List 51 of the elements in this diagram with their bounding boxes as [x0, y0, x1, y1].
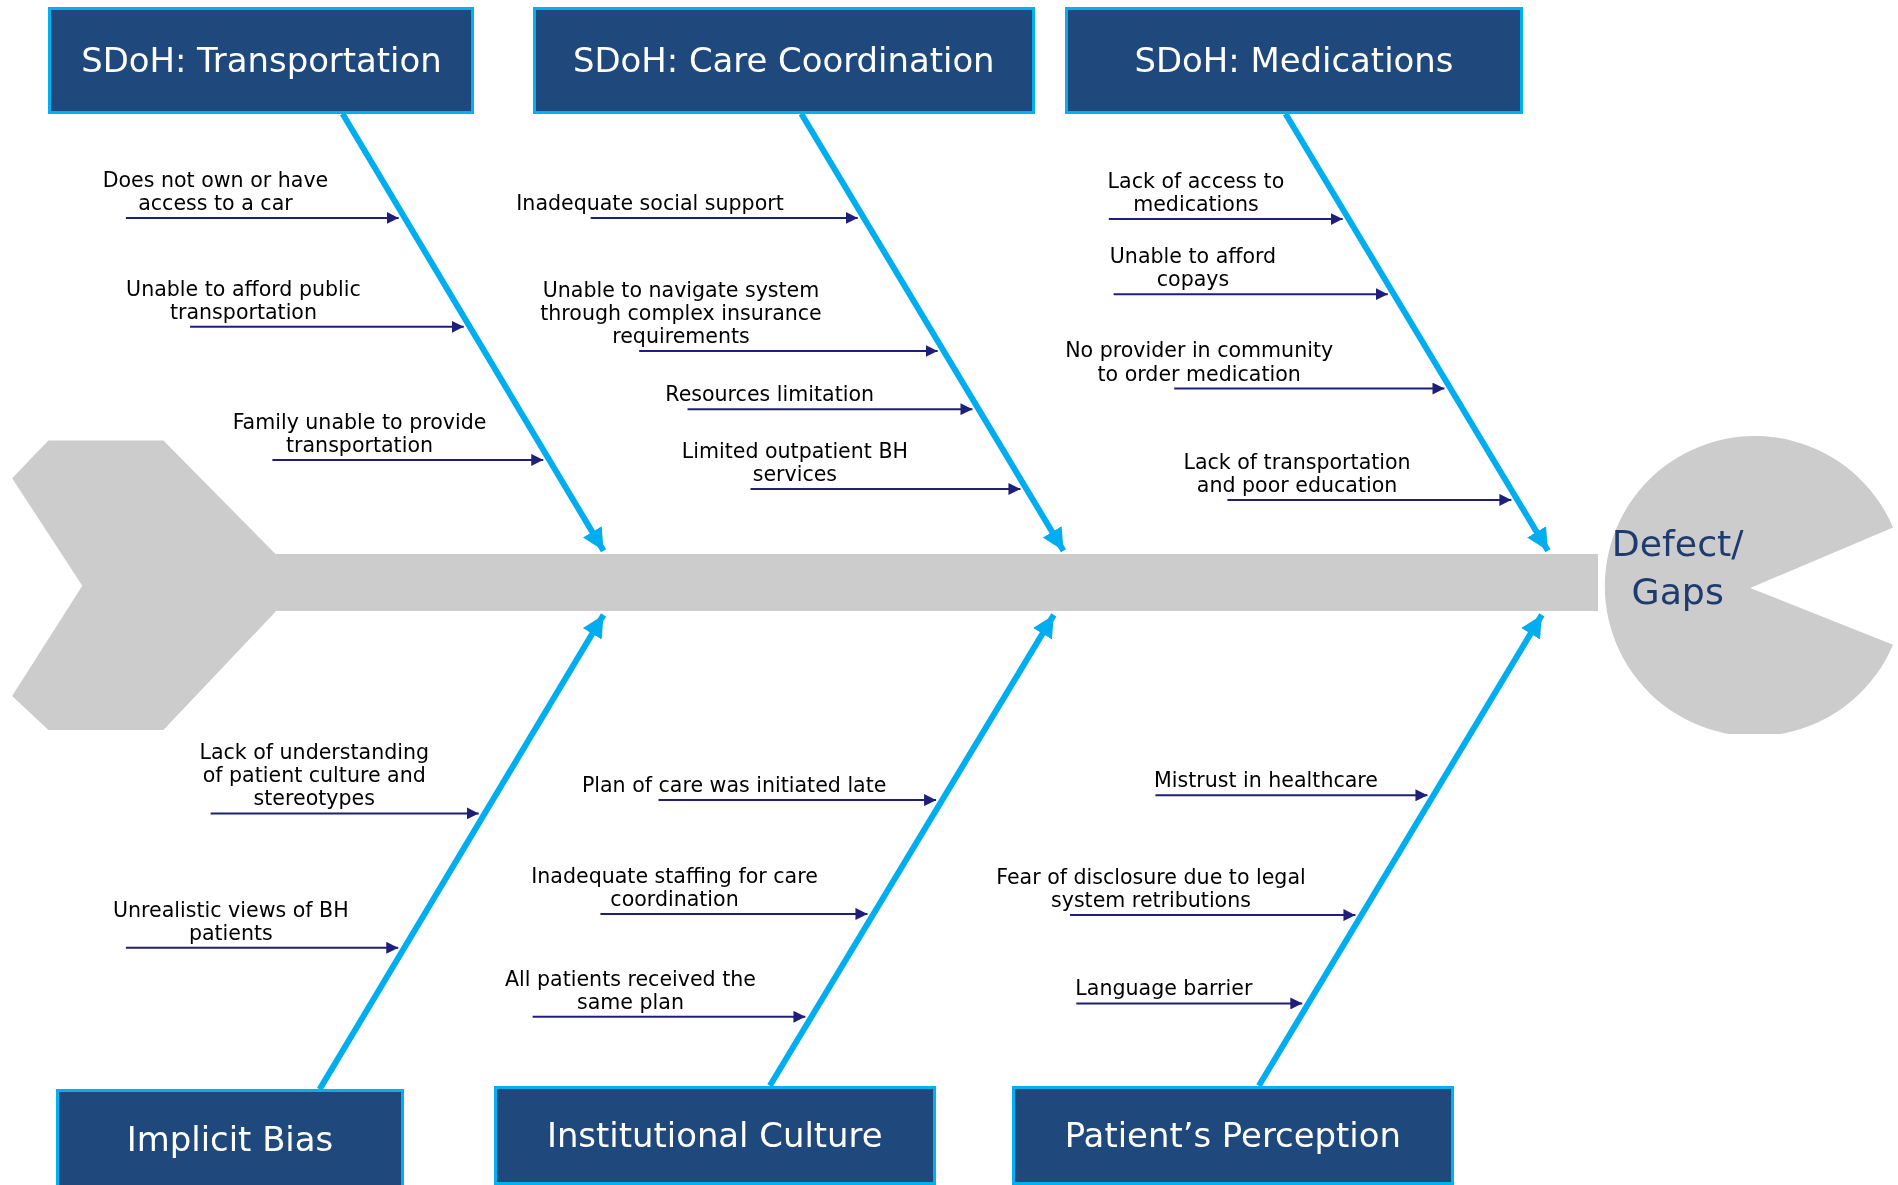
arrow [531, 1010, 807, 1023]
category-box: SDoH: Medications [1065, 7, 1523, 114]
arrow [749, 483, 1022, 496]
cause-text: Unrealistic views of BH patients [111, 898, 350, 948]
cause-text: Lack of transportation and poor education [1182, 450, 1413, 500]
arrow [638, 345, 939, 358]
bone-arrow [798, 112, 1067, 553]
cause-text: Family unable to provide transportation [231, 410, 488, 460]
cause-text: No provider in community to order medication [1064, 339, 1335, 389]
category-box: Institutional Culture [493, 1085, 936, 1185]
cause-text: Limited outpatient BH services [680, 439, 910, 490]
cause-text: Unable to navigate system through complex insurance requirements [539, 278, 823, 352]
arrow [1226, 493, 1513, 506]
cause-text: Fear of disclosure due to legal system retributions [995, 866, 1307, 916]
bone-arrow [767, 613, 1057, 1088]
cause-text: Language barrier [1073, 977, 1254, 1004]
arrow [209, 807, 480, 820]
arrow [1112, 288, 1389, 301]
category-box: Implicit Bias [55, 1089, 405, 1185]
bone-arrow [1256, 613, 1545, 1088]
arrow [1107, 213, 1344, 226]
category-box: SDoH: Transportation [48, 7, 475, 114]
cause-text: All patients received the same plan [504, 967, 757, 1017]
arrow [686, 403, 974, 416]
arrow [1173, 382, 1446, 395]
arrow [124, 941, 400, 954]
arrow [657, 794, 938, 807]
cause-text: Unable to afford public transportation [124, 277, 362, 327]
category-box: Patient’s Perception [1011, 1085, 1454, 1185]
arrow [1154, 789, 1429, 802]
arrow [1075, 997, 1304, 1010]
arrow [599, 907, 869, 920]
cause-text: Lack of understanding of patient culture and stereotypes [198, 741, 431, 814]
fish-spine [276, 554, 1598, 612]
bone-arrow [1282, 112, 1551, 553]
cause-text: Lack of access to medications [1106, 170, 1286, 220]
arrow [124, 211, 400, 224]
cause-text: Does not own or have access to a car [101, 168, 330, 218]
cause-text: Unable to afford copays [1108, 245, 1278, 295]
cause-text: Resources limitation [664, 383, 876, 410]
arrow [1069, 909, 1357, 922]
arrow [271, 453, 545, 466]
cause-text: Inadequate social support [515, 191, 785, 218]
arrow [189, 320, 465, 333]
arrow [589, 211, 859, 224]
bone-arrow [317, 613, 607, 1091]
cause-text: Inadequate staffing for care coordination [530, 864, 820, 914]
cause-text: Mistrust in healthcare [1153, 769, 1379, 796]
category-box: SDoH: Care Coordination [532, 7, 1035, 114]
cause-text: Plan of care was initiated late [580, 774, 888, 801]
bone-arrow [340, 112, 607, 553]
